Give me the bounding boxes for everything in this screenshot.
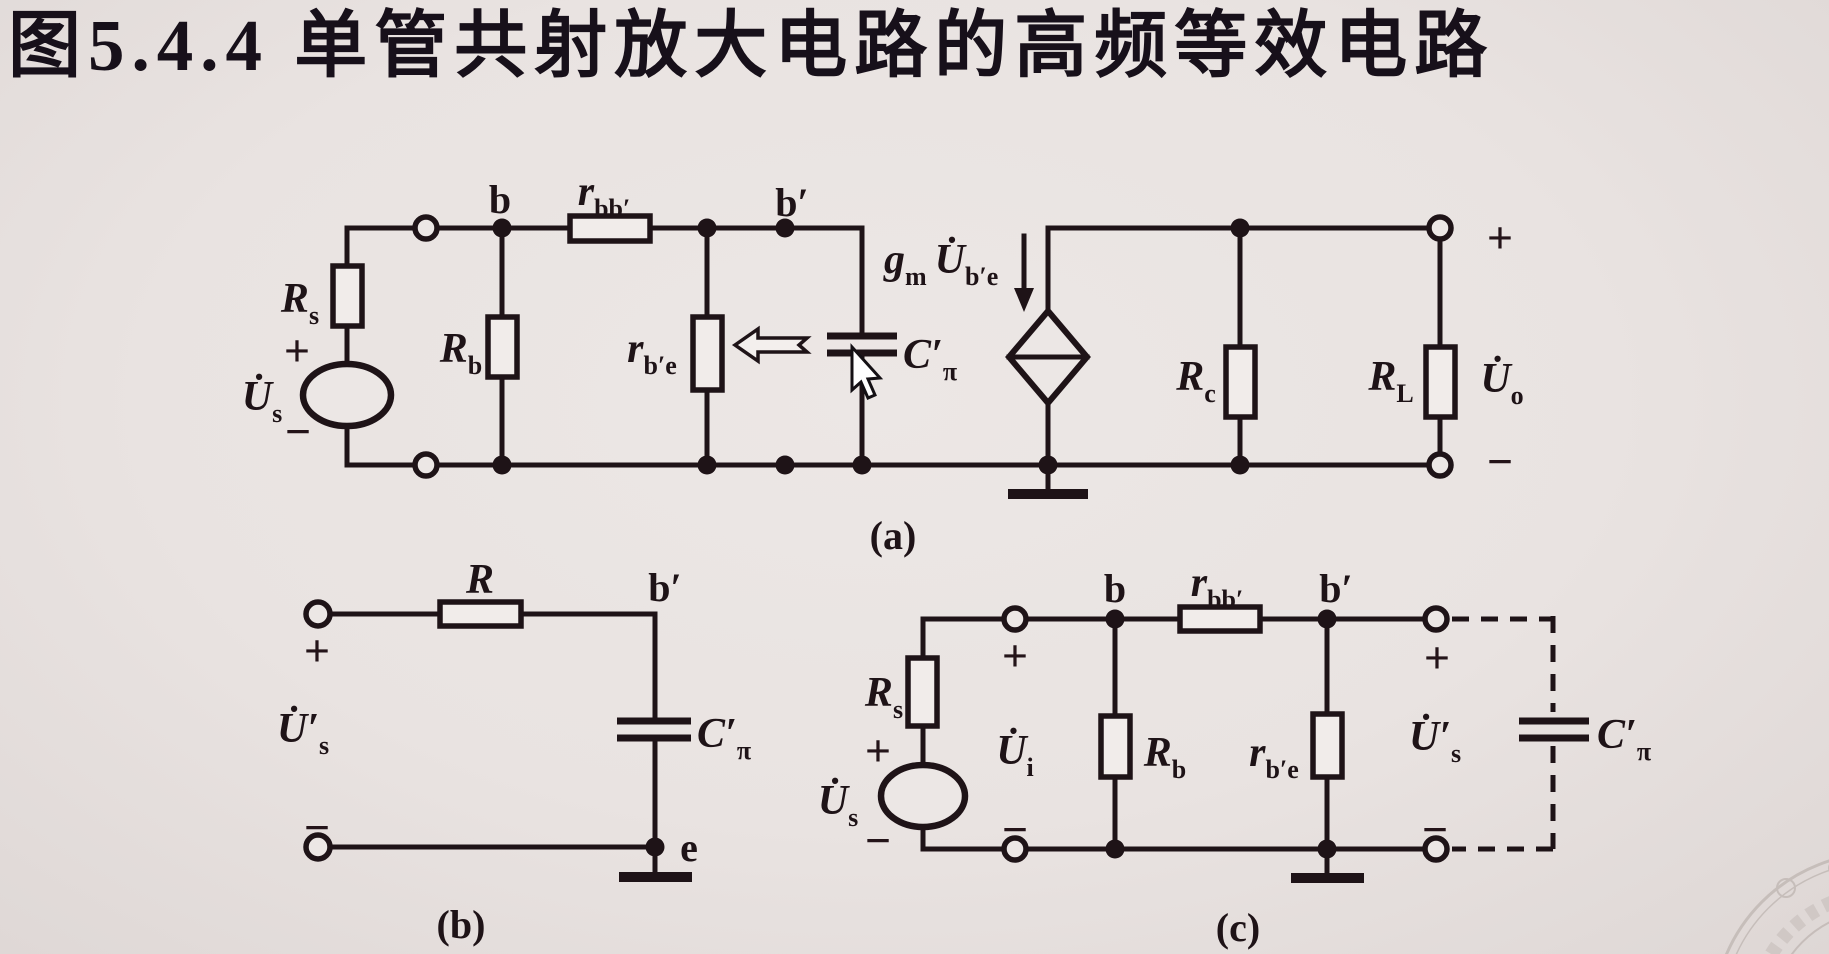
- label-cpi: C′π: [1597, 712, 1651, 766]
- output-plus-sign: +: [1487, 212, 1513, 263]
- label-r: R: [465, 557, 494, 603]
- input-terminal-bottom: [412, 451, 440, 479]
- voltage-source-us: [877, 761, 969, 831]
- node-dot: [1105, 609, 1125, 629]
- resistor-rbe: [690, 314, 725, 393]
- resistor-rc: [1223, 344, 1258, 420]
- seal-watermark-icon: [1725, 859, 1829, 954]
- label-rbe: rb′e: [1249, 730, 1299, 784]
- resistor-rl: [1423, 344, 1458, 420]
- figure-title: 图5.4.4 单管共射放大电路的高频等效电路: [8, 5, 1495, 86]
- label-rc: Rc: [1175, 354, 1216, 408]
- node-dot: [1317, 609, 1337, 629]
- output-minus-sign: −: [1487, 436, 1513, 487]
- label-node-e: e: [680, 825, 698, 870]
- source-minus-sign: −: [285, 406, 311, 457]
- label-rbb: rbb′: [578, 169, 631, 223]
- out-plus-sign: +: [1424, 632, 1450, 683]
- label-us: U̇s: [242, 373, 282, 428]
- resistor-rs: [330, 263, 365, 329]
- resistor-rbb: [1177, 604, 1263, 634]
- source-plus-sign: +: [284, 325, 310, 376]
- label-rl: RL: [1367, 354, 1413, 408]
- label-usprime: U̇′s: [277, 705, 329, 760]
- plus-sign: +: [304, 625, 330, 676]
- caption-c: (c): [1216, 905, 1260, 950]
- voltage-source-us: [299, 360, 395, 430]
- output-terminal-bottom: [1422, 835, 1450, 863]
- capacitor-cpi: [827, 332, 897, 357]
- output-terminal-top: [1422, 605, 1450, 633]
- caption-b: (b): [437, 902, 486, 947]
- label-rs: Rs: [864, 670, 903, 724]
- capacitor-cpi: [617, 717, 691, 742]
- mouse-cursor-icon: [850, 343, 884, 400]
- terminal-top: [303, 599, 333, 629]
- circuit-b: R b′ U̇′s + − C′π e (b): [277, 557, 751, 947]
- node-dot: [697, 218, 717, 238]
- input-terminal-bottom: [1001, 835, 1029, 863]
- node-dot: [1230, 455, 1250, 475]
- node-dot: [492, 218, 512, 238]
- node-dot: [697, 455, 717, 475]
- label-node-bprime: b′: [648, 565, 682, 610]
- label-us: U̇s: [818, 777, 858, 832]
- output-terminal-bottom: [1426, 451, 1454, 479]
- label-rs: Rs: [280, 276, 319, 330]
- terminal-bottom: [303, 832, 333, 862]
- resistor-rbb: [567, 213, 653, 244]
- label-cpi: C′π: [903, 332, 957, 386]
- capacitor-cpi: [1519, 717, 1589, 742]
- label-node-b: b: [1104, 566, 1126, 611]
- resistor-rb: [485, 314, 520, 380]
- label-node-bprime: b′: [1319, 566, 1353, 611]
- node-dot: [1105, 839, 1125, 859]
- ui-plus-sign: +: [1002, 630, 1028, 681]
- node-dot: [492, 455, 512, 475]
- controlled-current-source: [1005, 306, 1091, 408]
- source-minus-sign: −: [865, 815, 891, 866]
- ui-minus-sign: −: [1002, 804, 1028, 855]
- highlight-arrow-left-icon: [731, 325, 812, 365]
- label-rbe: rb′e: [627, 326, 677, 380]
- node-dot: [1230, 218, 1250, 238]
- label-node-b: b: [489, 177, 511, 222]
- resistor-rb: [1098, 713, 1133, 780]
- node-dot: [645, 837, 665, 857]
- label-rbb: rbb′: [1191, 560, 1244, 614]
- node-dot: [775, 455, 795, 475]
- label-ui: U̇i: [996, 727, 1034, 782]
- resistor-rs: [905, 655, 940, 729]
- minus-sign: −: [304, 802, 330, 853]
- label-rb: Rb: [1143, 730, 1186, 784]
- input-terminal-top: [412, 214, 440, 242]
- input-terminal-top: [1001, 605, 1029, 633]
- node-dot: [1317, 839, 1337, 859]
- node-dot: [852, 455, 872, 475]
- output-terminal-top: [1426, 214, 1454, 242]
- out-minus-sign: −: [1422, 804, 1448, 855]
- caption-a: (a): [870, 513, 917, 558]
- resistor-r: [437, 599, 524, 629]
- label-rb: Rb: [439, 326, 482, 380]
- current-direction-arrow-icon: [1014, 233, 1034, 312]
- node-dot: [1038, 455, 1058, 475]
- label-usprime: U̇′s: [1409, 713, 1461, 768]
- label-uo: U̇o: [1480, 355, 1523, 410]
- node-dot: [775, 218, 795, 238]
- source-plus-sign: +: [865, 725, 891, 776]
- label-cpi: C′π: [697, 711, 751, 765]
- circuit-c: Rs + U̇s − + U̇i − b rbb′ b′ Rb rb′e + U…: [818, 560, 1651, 950]
- resistor-rbe: [1310, 711, 1345, 780]
- label-node-bprime: b′: [775, 180, 809, 225]
